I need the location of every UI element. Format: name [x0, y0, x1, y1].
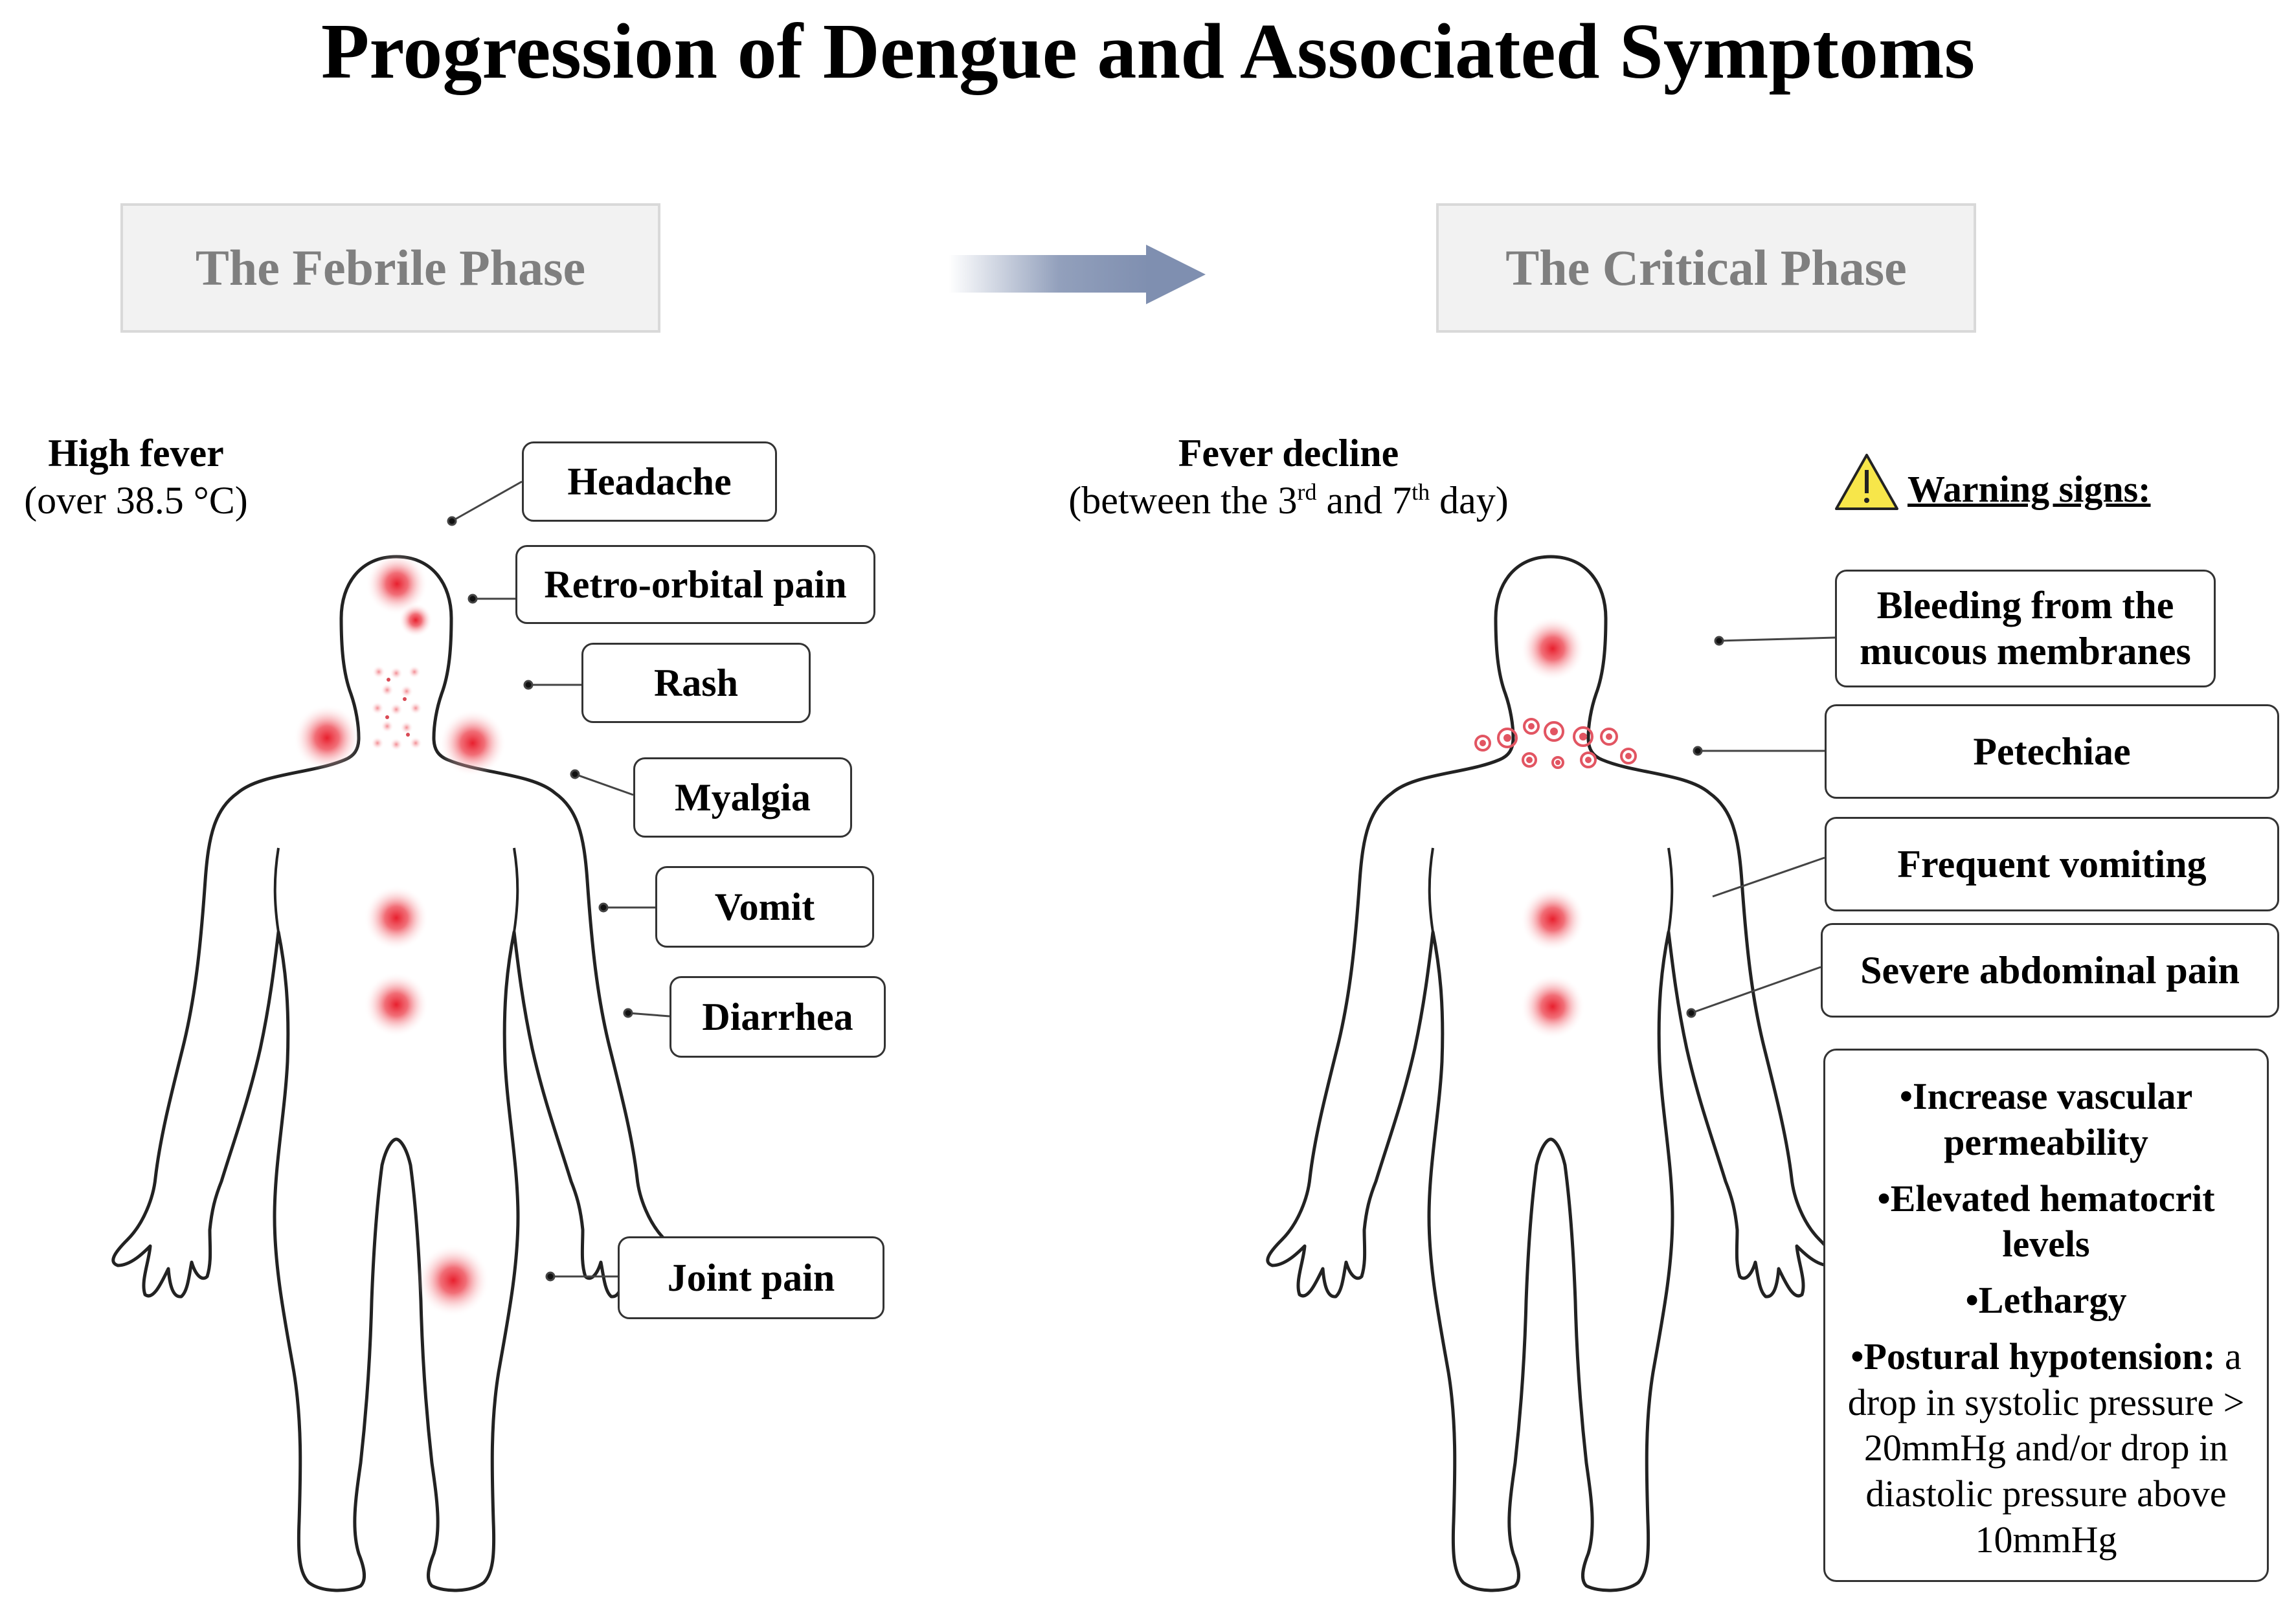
- sign-bleeding-mucous-label: Bleeding from the mucous membranes: [1860, 584, 2191, 673]
- finding-postural-hypotension: •Postural hypotension: a drop in systoli…: [1834, 1334, 2258, 1563]
- sign-severe-abdominal-pain-label: Severe abdominal pain: [1860, 948, 2240, 992]
- petechiae-marks: [1474, 718, 1637, 769]
- critical-pain-spots: [1520, 616, 1585, 1039]
- fever-decline-mid: and 7: [1316, 479, 1412, 522]
- high-fever-caption: High fever (over 38.5 °C): [13, 430, 259, 524]
- finding-postural-hypotension-title: •Postural hypotension:: [1851, 1335, 2216, 1377]
- finding-hematocrit: •Elevated hematocrit levels: [1877, 1177, 2215, 1265]
- symptom-headache-label: Headache: [567, 460, 732, 503]
- symptom-diarrhea-label: Diarrhea: [702, 995, 853, 1038]
- warning-signs-heading: Warning signs:: [1908, 467, 2151, 511]
- finding-postural-hypotension-detail: a drop in systolic pressure > 20mmHg and…: [1847, 1335, 2245, 1561]
- critical-connectors: [1686, 636, 1836, 1018]
- symptom-joint-pain-label: Joint pain: [667, 1256, 835, 1299]
- symptom-diarrhea: Diarrhea: [670, 976, 886, 1058]
- rash-marks: [371, 665, 422, 751]
- sign-bleeding-mucous: Bleeding from the mucous membranes: [1835, 570, 2216, 687]
- finding-vascular-permeability: •Increase vascular permeability: [1899, 1075, 2193, 1163]
- symptom-retro-orbital-pain-label: Retro-orbital pain: [544, 563, 847, 606]
- sign-petechiae-label: Petechiae: [1973, 730, 2131, 773]
- page-title: Progression of Dengue and Associated Sym…: [321, 8, 1975, 95]
- symptom-retro-orbital-pain: Retro-orbital pain: [515, 545, 875, 624]
- symptom-myalgia-label: Myalgia: [675, 775, 811, 819]
- critical-findings-list: •Increase vascular permeability •Elevate…: [1834, 1074, 2258, 1563]
- critical-phase-box: The Critical Phase: [1436, 203, 1976, 333]
- fever-decline-post: day): [1430, 479, 1509, 522]
- warning-triangle-icon: [1835, 454, 1898, 510]
- fever-decline-title: Fever decline: [1178, 432, 1399, 474]
- fever-decline-sup-th: th: [1412, 479, 1430, 506]
- febrile-phase-box: The Febrile Phase: [120, 203, 660, 333]
- high-fever-title: High fever: [48, 432, 224, 474]
- finding-lethargy: •Lethargy: [1965, 1279, 2127, 1321]
- febrile-phase-label: The Febrile Phase: [195, 239, 586, 296]
- symptom-vomit: Vomit: [655, 866, 874, 948]
- right-arrow-icon: [949, 245, 1206, 304]
- critical-phase-label: The Critical Phase: [1505, 239, 1907, 296]
- sign-frequent-vomiting-label: Frequent vomiting: [1897, 842, 2207, 886]
- symptom-myalgia: Myalgia: [633, 757, 852, 838]
- symptom-headache: Headache: [522, 441, 777, 522]
- critical-findings-box: •Increase vascular permeability •Elevate…: [1823, 1049, 2269, 1582]
- fever-decline-caption: Fever decline (between the 3rd and 7th d…: [1030, 430, 1548, 524]
- febrile-connectors: [447, 480, 670, 1282]
- symptom-vomit-label: Vomit: [714, 885, 815, 928]
- sign-petechiae: Petechiae: [1825, 704, 2279, 799]
- high-fever-detail: (over 38.5 °C): [24, 479, 248, 522]
- symptom-joint-pain: Joint pain: [618, 1236, 884, 1319]
- symptom-rash-label: Rash: [653, 661, 739, 704]
- febrile-pain-spots: [293, 553, 506, 1317]
- sign-frequent-vomiting: Frequent vomiting: [1825, 817, 2279, 911]
- symptom-rash: Rash: [581, 643, 811, 723]
- sign-severe-abdominal-pain: Severe abdominal pain: [1821, 923, 2279, 1018]
- critical-body-outline: [1268, 557, 1834, 1590]
- fever-decline-sup-rd: rd: [1297, 479, 1317, 506]
- warning-signs-title: Warning signs:: [1908, 468, 2151, 510]
- fever-decline-pre: (between the 3: [1068, 479, 1298, 522]
- fever-decline-detail: (between the 3rd and 7th day): [1068, 479, 1508, 522]
